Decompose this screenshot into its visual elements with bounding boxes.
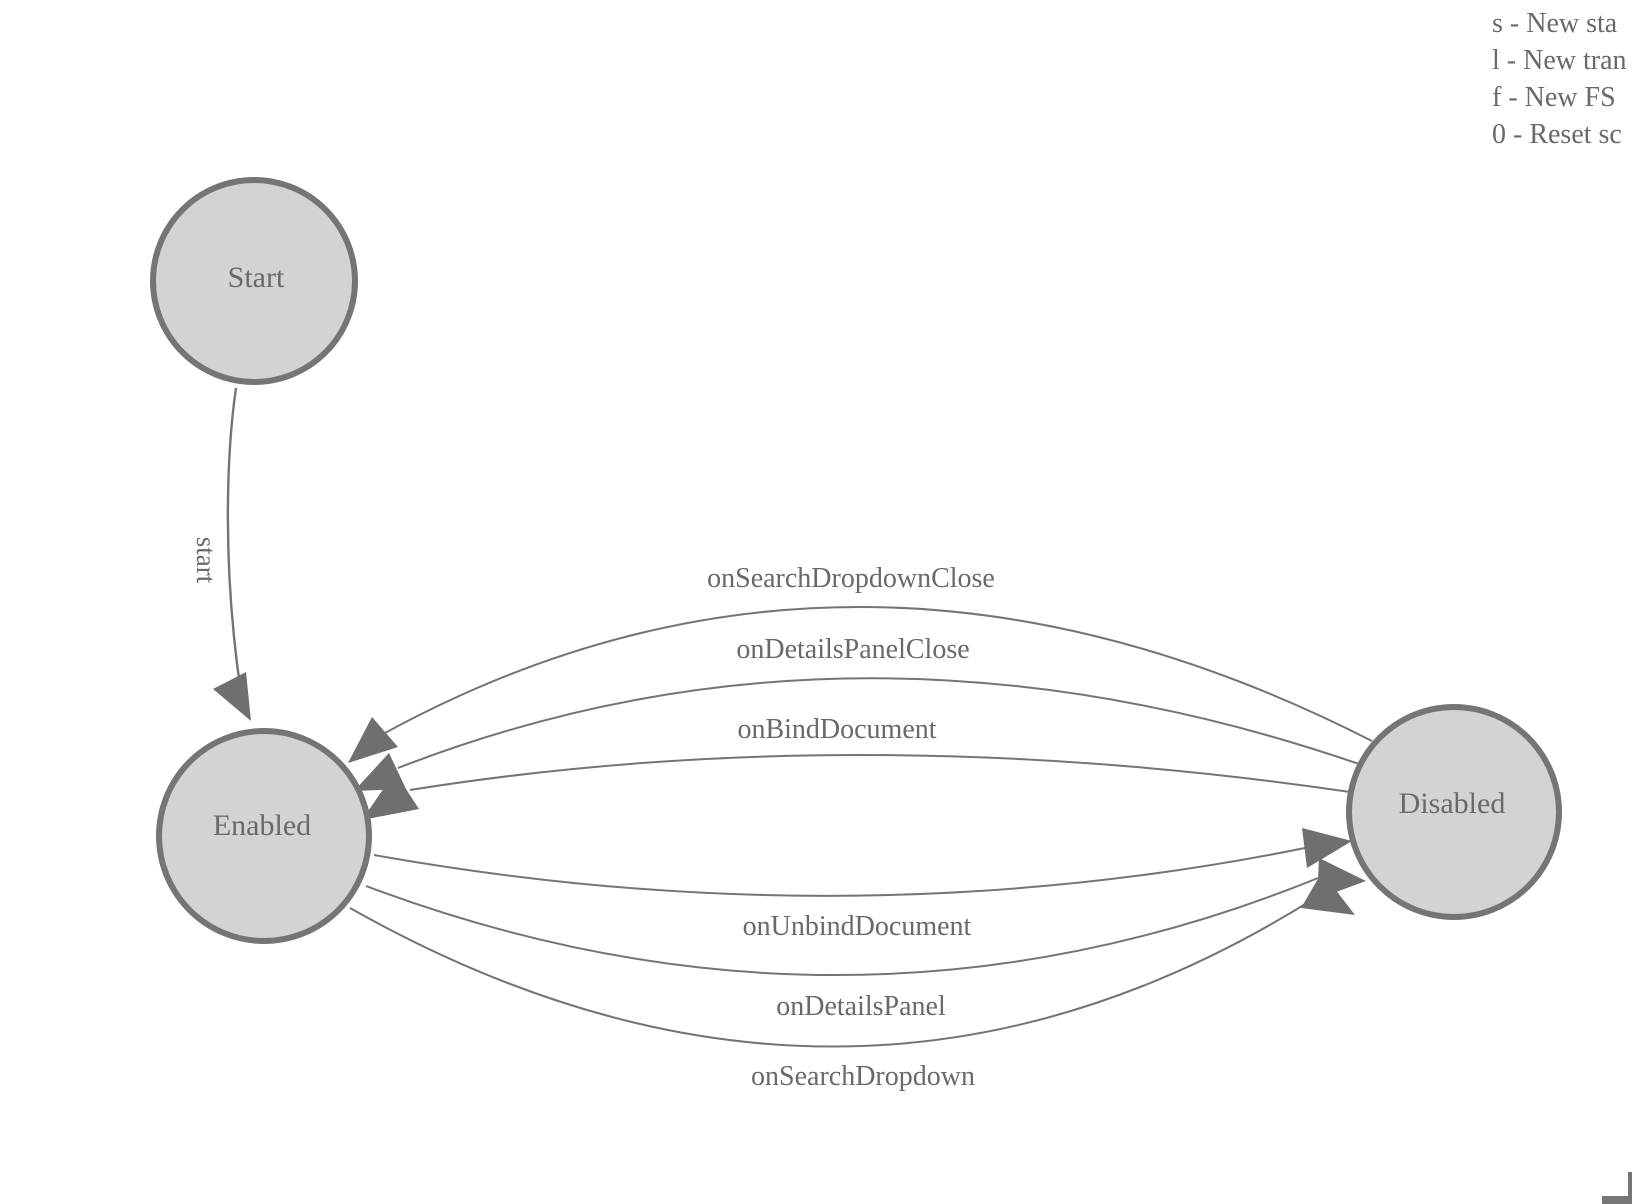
- canvas-frame-corner-vertical: [1628, 1172, 1632, 1204]
- state-start-label: Start: [228, 261, 285, 294]
- arrowhead-icon: [362, 772, 419, 820]
- transition-line[interactable]: [409, 754, 1351, 793]
- state-start[interactable]: Start: [150, 177, 358, 385]
- transition-line[interactable]: [397, 677, 1363, 769]
- arrowhead-icon: [1301, 872, 1355, 915]
- transition-start[interactable]: start: [191, 387, 251, 721]
- transition-line[interactable]: [384, 605, 1373, 742]
- legend-item: f - New FS: [1492, 82, 1616, 113]
- state-disabled-label: Disabled: [1399, 787, 1506, 820]
- legend-item: 0 - Reset sc: [1492, 119, 1622, 150]
- state-disabled[interactable]: Disabled: [1346, 704, 1562, 920]
- transition-start-label[interactable]: start: [191, 537, 221, 584]
- state-enabled-label: Enabled: [213, 809, 311, 842]
- shortcut-legend: s - New sta l - New tran f - New FS 0 - …: [1492, 5, 1632, 153]
- transition-onUnbindDocument[interactable]: onUnbindDocument: [373, 828, 1352, 942]
- transition-onDetailsPanel[interactable]: onDetailsPanel: [365, 858, 1366, 1022]
- transition-line[interactable]: [349, 897, 1316, 1048]
- legend-item: l - New tran: [1492, 45, 1627, 76]
- state-start-circle[interactable]: [150, 177, 358, 385]
- transition-start-line[interactable]: [226, 387, 242, 687]
- state-enabled[interactable]: Enabled: [156, 728, 372, 944]
- transition-onSearchDropdown[interactable]: onSearchDropdown: [349, 872, 1355, 1092]
- transition-label[interactable]: onBindDocument: [737, 714, 936, 745]
- transition-label[interactable]: onUnbindDocument: [743, 911, 972, 942]
- transition-label[interactable]: onDetailsPanelClose: [736, 634, 969, 665]
- state-enabled-circle[interactable]: [156, 728, 372, 944]
- legend-item: s - New sta: [1492, 8, 1618, 39]
- transition-line[interactable]: [373, 847, 1306, 897]
- arrowhead-icon: [348, 717, 398, 763]
- arrowhead-icon: [1302, 828, 1352, 868]
- transition-label[interactable]: onSearchDropdown: [751, 1061, 975, 1092]
- canvas-frame-corner-horizontal: [1602, 1196, 1632, 1204]
- transition-onSearchDropdownClose[interactable]: onSearchDropdownClose: [348, 563, 1373, 763]
- arrowhead-icon: [213, 672, 251, 721]
- transition-line[interactable]: [365, 877, 1319, 976]
- transition-onBindDocument[interactable]: onBindDocument: [362, 714, 1351, 820]
- transition-onDetailsPanelClose[interactable]: onDetailsPanelClose: [354, 634, 1363, 791]
- transition-label[interactable]: onSearchDropdownClose: [707, 563, 995, 594]
- transition-label[interactable]: onDetailsPanel: [776, 991, 946, 1022]
- state-disabled-circle[interactable]: [1346, 704, 1562, 920]
